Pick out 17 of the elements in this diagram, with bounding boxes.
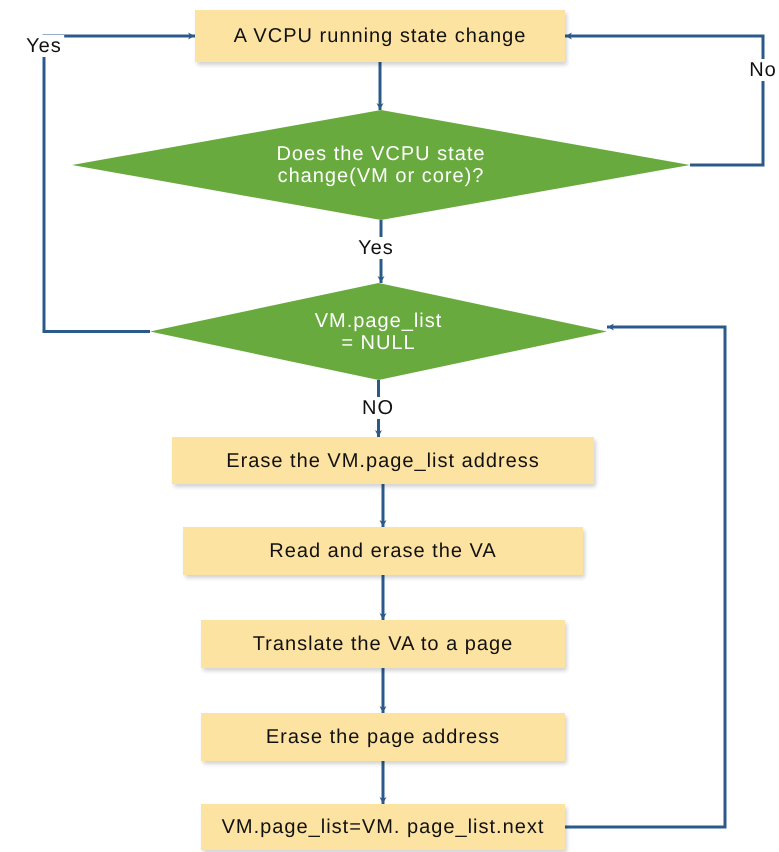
arrow xyxy=(380,575,386,620)
process-box: Translate the VA to a page xyxy=(201,620,565,668)
arrow xyxy=(380,761,386,804)
arrow xyxy=(565,32,764,166)
edge-label: Yes xyxy=(24,35,64,57)
process-box: A VCPU running state change xyxy=(195,10,565,62)
arrow xyxy=(376,62,384,110)
arrow xyxy=(565,324,726,828)
process-box: Read and erase the VA xyxy=(183,527,583,575)
decision-diamond: Does the VCPU state change(VM or core)? xyxy=(72,110,690,220)
process-box: Erase the VM.page_list address xyxy=(172,437,594,484)
arrow xyxy=(380,484,386,527)
process-box: VM.page_list=VM. page_list.next xyxy=(201,804,565,850)
arrow xyxy=(42,32,195,333)
decision-diamond: VM.page_list = NULL xyxy=(150,283,607,380)
arrow xyxy=(380,668,386,713)
process-box: Erase the page address xyxy=(201,713,565,761)
